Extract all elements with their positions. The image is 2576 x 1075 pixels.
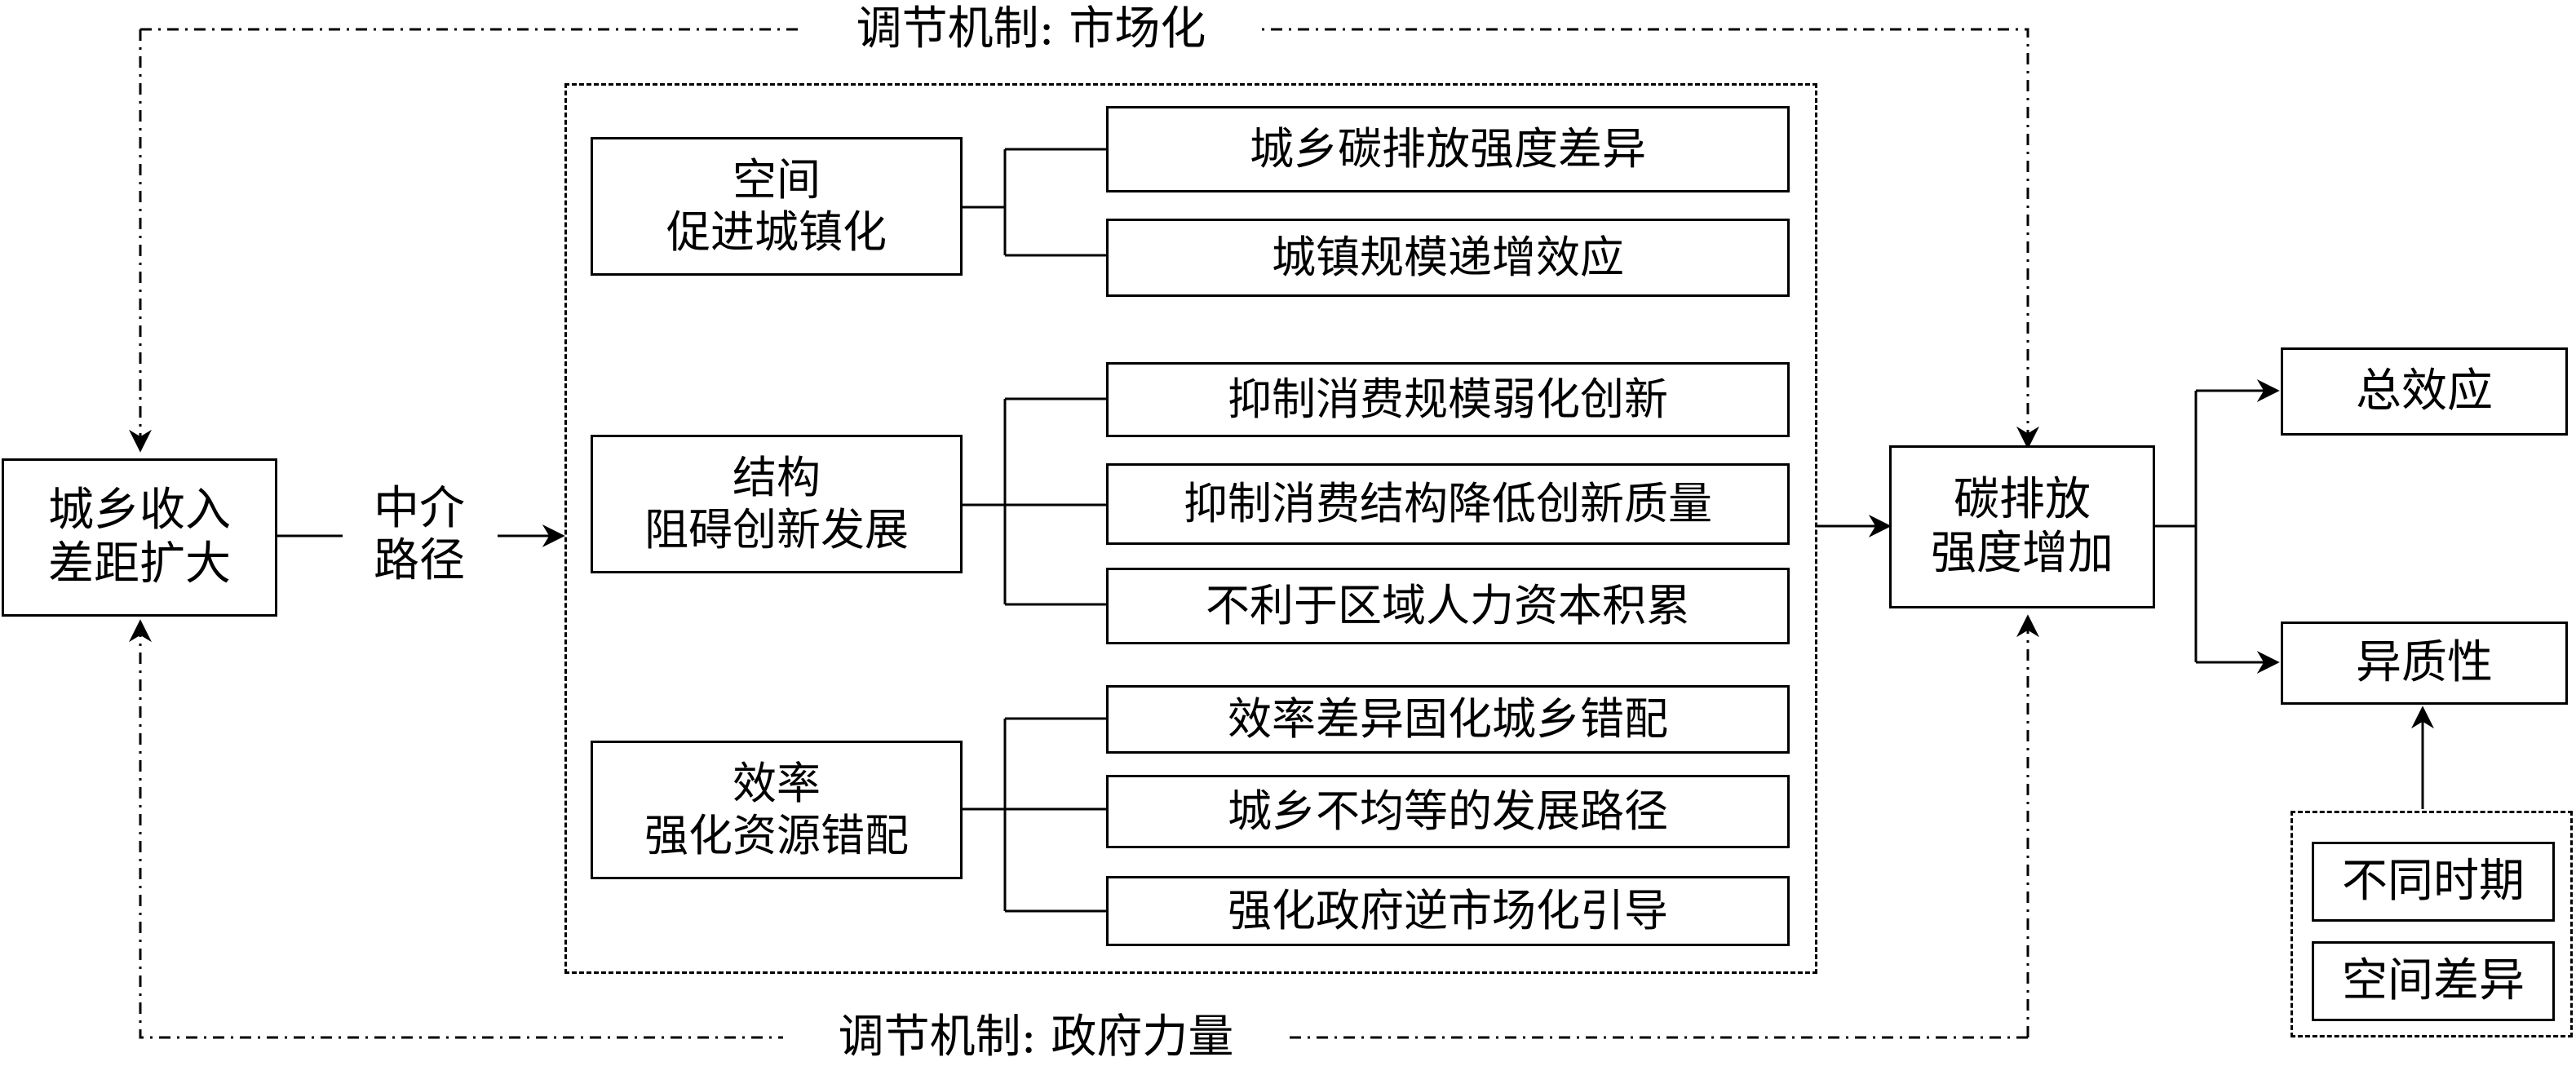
source-income-gap-box: 城乡收入 差距扩大 — [2, 458, 277, 617]
path-efficiency-item-1: 效率差异固化城乡错配 — [1106, 685, 1790, 754]
mediation-line1: 中介 — [374, 482, 465, 535]
path-spatial-item-2: 城镇规模递增效应 — [1106, 219, 1790, 297]
heterogeneity-dims-group — [2291, 811, 2573, 1037]
mediation-paths-group — [564, 83, 1817, 974]
heterogeneity-box: 异质性 — [2281, 622, 2568, 705]
path-efficiency-bracket — [963, 717, 1106, 913]
path-spatial-line2: 促进城镇化 — [666, 206, 887, 258]
path-spatial-bracket — [963, 148, 1106, 257]
mediation-path-label: 中介 路径 — [346, 482, 493, 588]
outcome-carbon-intensity-box: 碳排放 强度增加 — [1889, 445, 2155, 608]
government-mechanism-label: 调节机制: 政府力量 — [783, 1011, 1289, 1064]
path-efficiency-item-2: 城乡不均等的发展路径 — [1106, 775, 1790, 848]
path-structural-item-3: 不利于区域人力资本积累 — [1106, 568, 1790, 644]
market-mechanism-label: 调节机制: 市场化 — [803, 2, 1259, 56]
path-spatial-item-1: 城乡碳排放强度差异 — [1106, 106, 1790, 192]
path-structural-item-2: 抑制消费结构降低创新质量 — [1106, 463, 1790, 545]
path-efficiency-box: 效率 强化资源错配 — [591, 741, 963, 879]
heterogeneity-dim-period: 不同时期 — [2312, 842, 2555, 922]
total-effect-box: 总效应 — [2281, 347, 2568, 436]
path-efficiency-line1: 效率 — [733, 758, 821, 810]
heterogeneity-dim-spatial: 空间差异 — [2312, 941, 2555, 1021]
mediation-line2: 路径 — [374, 534, 465, 588]
path-structural-bracket — [963, 397, 1106, 606]
path-structural-box: 结构 阻碍创新发展 — [591, 435, 963, 573]
path-spatial-line1: 空间 — [733, 154, 821, 206]
outcome-line2: 强度增加 — [1931, 527, 2113, 580]
path-efficiency-line2: 强化资源错配 — [644, 810, 909, 861]
outcome-line1: 碳排放 — [1954, 472, 2091, 526]
path-spatial-box: 空间 促进城镇化 — [591, 137, 963, 276]
government-mechanism-loop — [129, 619, 2028, 1039]
path-structural-line1: 结构 — [733, 452, 821, 504]
outcome-to-effects-fork — [2155, 391, 2198, 662]
path-structural-line2: 阻碍创新发展 — [644, 504, 909, 555]
source-line1: 城乡收入 — [48, 483, 231, 537]
market-mechanism-loop — [140, 28, 2039, 449]
path-structural-item-1: 抑制消费规模弱化创新 — [1106, 362, 1790, 437]
path-efficiency-item-3: 强化政府逆市场化引导 — [1106, 876, 1790, 946]
source-line2: 差距扩大 — [48, 538, 231, 591]
